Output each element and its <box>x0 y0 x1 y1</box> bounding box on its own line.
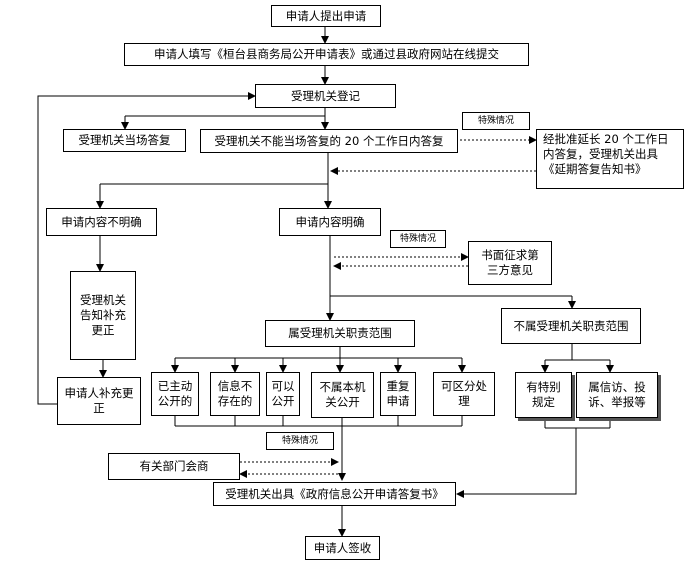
node-not-this-org: 不属本机关公开 <box>311 372 374 418</box>
node-fill-form: 申请人填写《桓台县商务局公开申请表》或通过县政府网站在线提交 <box>124 43 529 66</box>
node-can-open: 可以公开 <box>266 372 300 416</box>
node-issue-reply: 受理机关出具《政府信息公开申请答复书》 <box>213 482 456 506</box>
node-reply-now: 受理机关当场答复 <box>63 129 186 152</box>
node-third-party: 书面征求第三方意见 <box>468 241 552 285</box>
node-register: 受理机关登记 <box>255 84 396 108</box>
node-out-scope: 不属受理机关职责范围 <box>501 308 641 344</box>
node-applicant-fix: 申请人补充更正 <box>57 377 141 425</box>
node-extend: 经批准延长 20 个工作日内答复，受理机关出具《延期答复告知书》 <box>536 129 684 189</box>
note-special-third-party: 特殊情况 <box>390 230 446 248</box>
node-not-exist: 信息不存在的 <box>210 372 260 416</box>
node-special-rule: 有特别规定 <box>515 372 572 418</box>
arrow-outscope-to-issue <box>456 428 577 498</box>
note-special-consult: 特殊情况 <box>266 432 334 450</box>
note-special-extend: 特殊情况 <box>462 112 530 130</box>
node-notify-fix: 受理机关告知补充更正 <box>70 271 136 360</box>
node-petition: 属信访、投诉、举报等 <box>576 372 658 418</box>
node-partial: 可区分处理 <box>433 372 495 416</box>
node-receive: 申请人签收 <box>305 536 380 560</box>
node-reply-20days: 受理机关不能当场答复的 20 个工作日内答复 <box>200 129 458 153</box>
node-in-scope: 属受理机关职责范围 <box>265 320 415 347</box>
node-clear: 申请内容明确 <box>279 208 381 236</box>
node-unclear: 申请内容不明确 <box>46 208 157 236</box>
arrow-fix-register-loop <box>37 92 256 405</box>
node-repeat: 重复申请 <box>380 372 416 416</box>
node-opened: 已主动公开的 <box>151 372 199 416</box>
node-apply: 申请人提出申请 <box>271 5 381 27</box>
node-consult: 有关部门会商 <box>108 453 240 480</box>
